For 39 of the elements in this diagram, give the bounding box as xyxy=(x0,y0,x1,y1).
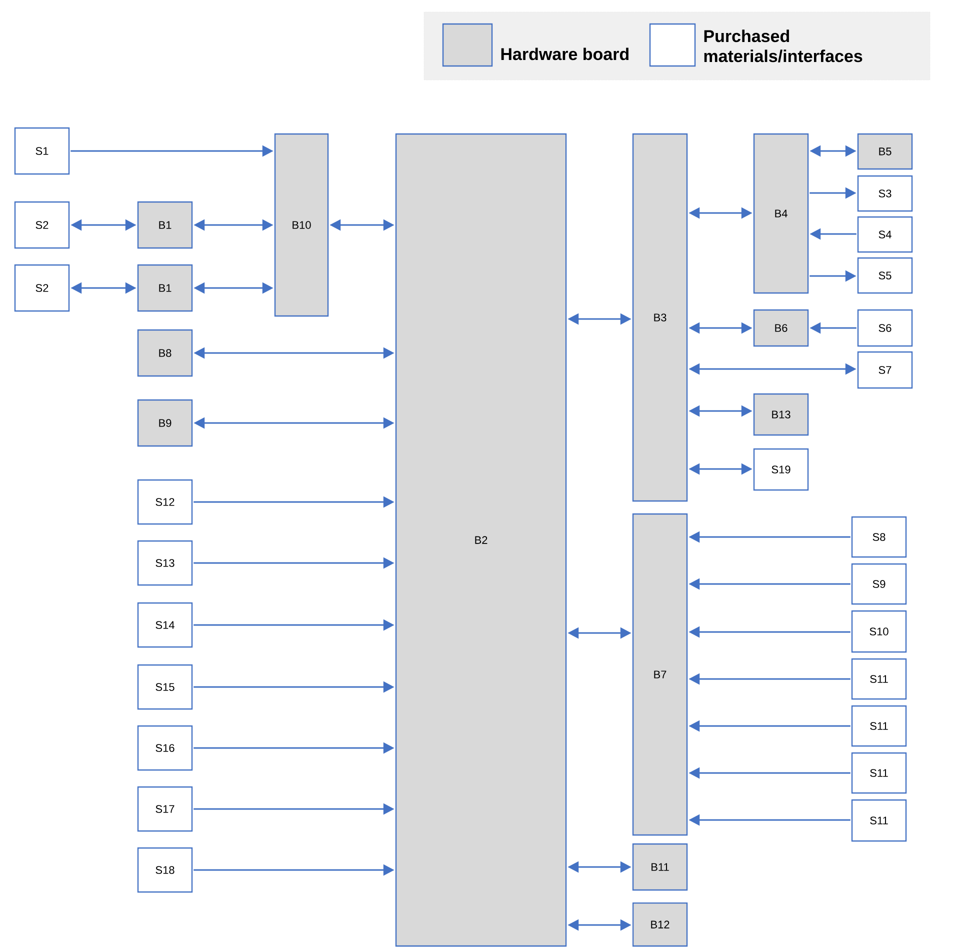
legend-label: Purchased materials/interfaces xyxy=(704,30,862,62)
board-box: B2 xyxy=(395,133,567,947)
board-box: B8 xyxy=(137,329,193,377)
interface-box: S10 xyxy=(851,610,907,653)
interface-box: S1 xyxy=(14,127,70,175)
interface-box: S4 xyxy=(857,216,913,253)
board-box: B12 xyxy=(632,902,688,947)
interface-box: S12 xyxy=(137,479,193,525)
legend-label: Hardware board xyxy=(501,48,628,60)
interface-box: S11 xyxy=(851,658,907,700)
interface-box: S16 xyxy=(137,725,193,771)
board-box: B5 xyxy=(857,133,913,170)
board-box: B10 xyxy=(274,133,329,317)
interface-box: S11 xyxy=(851,705,907,747)
board-box: B7 xyxy=(632,513,688,836)
board-box: B1 xyxy=(137,201,193,249)
board-box: B9 xyxy=(137,399,193,447)
interface-box: S17 xyxy=(137,786,193,832)
board-box: B3 xyxy=(632,133,688,502)
board-box: B13 xyxy=(753,393,809,436)
interface-box: S2 xyxy=(14,201,70,249)
interface-box: S11 xyxy=(851,752,907,794)
interface-box: S18 xyxy=(137,847,193,893)
interface-box: S2 xyxy=(14,264,70,312)
interface-box: S8 xyxy=(851,516,907,558)
interface-box: S11 xyxy=(851,799,907,842)
board-box: B11 xyxy=(632,843,688,891)
board-box: B4 xyxy=(753,133,809,294)
interface-box: S7 xyxy=(857,351,913,389)
interface-box: S3 xyxy=(857,175,913,212)
interface-box: S15 xyxy=(137,664,193,710)
interface-box: S5 xyxy=(857,257,913,294)
board-box: B1 xyxy=(137,264,193,312)
interface-box: S9 xyxy=(851,563,907,605)
interface-box: S14 xyxy=(137,602,193,648)
interface-box: S19 xyxy=(753,448,809,491)
board-box: B6 xyxy=(753,309,809,347)
interface-box: S13 xyxy=(137,540,193,586)
interface-box: S6 xyxy=(857,309,913,347)
